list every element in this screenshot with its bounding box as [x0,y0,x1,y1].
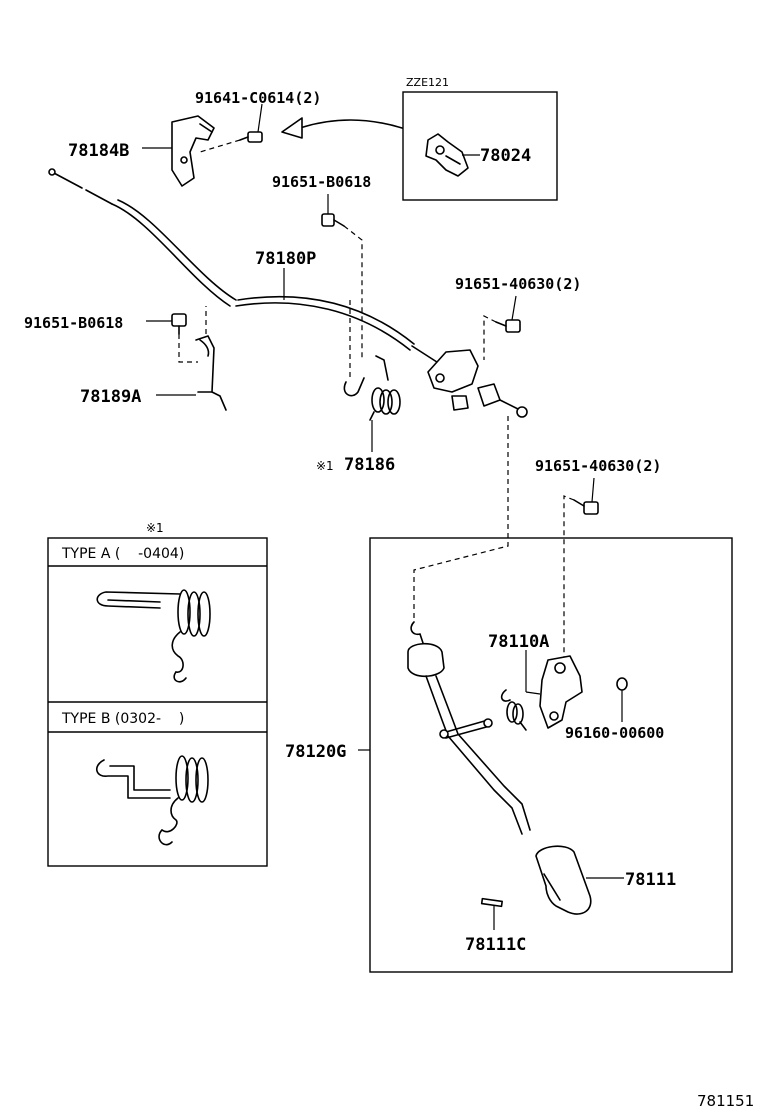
bushing-78110a-drawing [539,655,583,729]
spring-inset-note-mark: ※1 [146,521,164,535]
pedal-pad-drawing [535,845,592,915]
spring-type-a-drawing [96,589,211,683]
cable-end-bracket-drawing [427,349,528,418]
bracket-78189a-drawing [195,335,227,411]
part-78024-drawing [425,133,469,177]
label-78189a: 78189A [80,387,141,407]
label-91651-b0618-left: 91651-B0618 [24,314,123,332]
spring-type-a-label: TYPE A ( -0404) [61,546,184,562]
label-78184b: 78184B [68,141,129,161]
label-96160-00600: 96160-00600 [565,724,664,742]
inset-variant-label: ZZE121 [406,76,449,89]
cable-78180p-drawing [48,168,441,365]
label-78111c: 78111C [465,935,526,955]
bolt-right-upper-drawing [495,319,521,333]
label-78110a: 78110A [488,632,549,652]
spring-type-inset: ※1 TYPE A ( -0404) TYPE B (0302- ) [47,521,268,867]
spring-type-b-drawing [96,755,209,846]
reference-arrow [281,117,403,139]
pedal-arm-drawing [407,621,531,835]
bolt-right-lower-drawing [573,499,599,515]
label-78180p: 78180P [255,249,316,269]
label-91641-c0614: 91641-C0614(2) [195,89,321,107]
label-91651-40630-lower: 91651-40630(2) [535,457,661,475]
pedal-assembly: 78120G 78110A 96160-0 [285,537,733,973]
label-78186: 78186 [344,455,395,475]
spring-type-b-label: TYPE B (0302- ) [61,711,184,727]
figure-code: 781151 [697,1092,754,1110]
nut-drawing [616,677,628,691]
bracket-78184b-drawing [171,115,215,187]
bolt-mid-drawing [321,213,345,227]
note-mark-78186: ※1 [316,459,334,473]
label-91651-40630-upper: 91651-40630(2) [455,275,581,293]
label-78024: 78024 [480,146,531,166]
bolt-left-drawing [171,313,187,335]
pedal-assembly-box [369,537,733,973]
pin-78111c-drawing [480,897,503,908]
bushing-spring-drawing [500,689,527,731]
inset-zze121: ZZE121 78024 [402,76,558,201]
inset-box [402,91,558,201]
spring-78186-drawing [343,355,401,421]
label-91651-b0618-mid: 91651-B0618 [272,173,371,191]
label-78111: 78111 [625,870,676,890]
bolt-top-drawing [239,131,263,143]
label-78120g: 78120G [285,742,346,762]
